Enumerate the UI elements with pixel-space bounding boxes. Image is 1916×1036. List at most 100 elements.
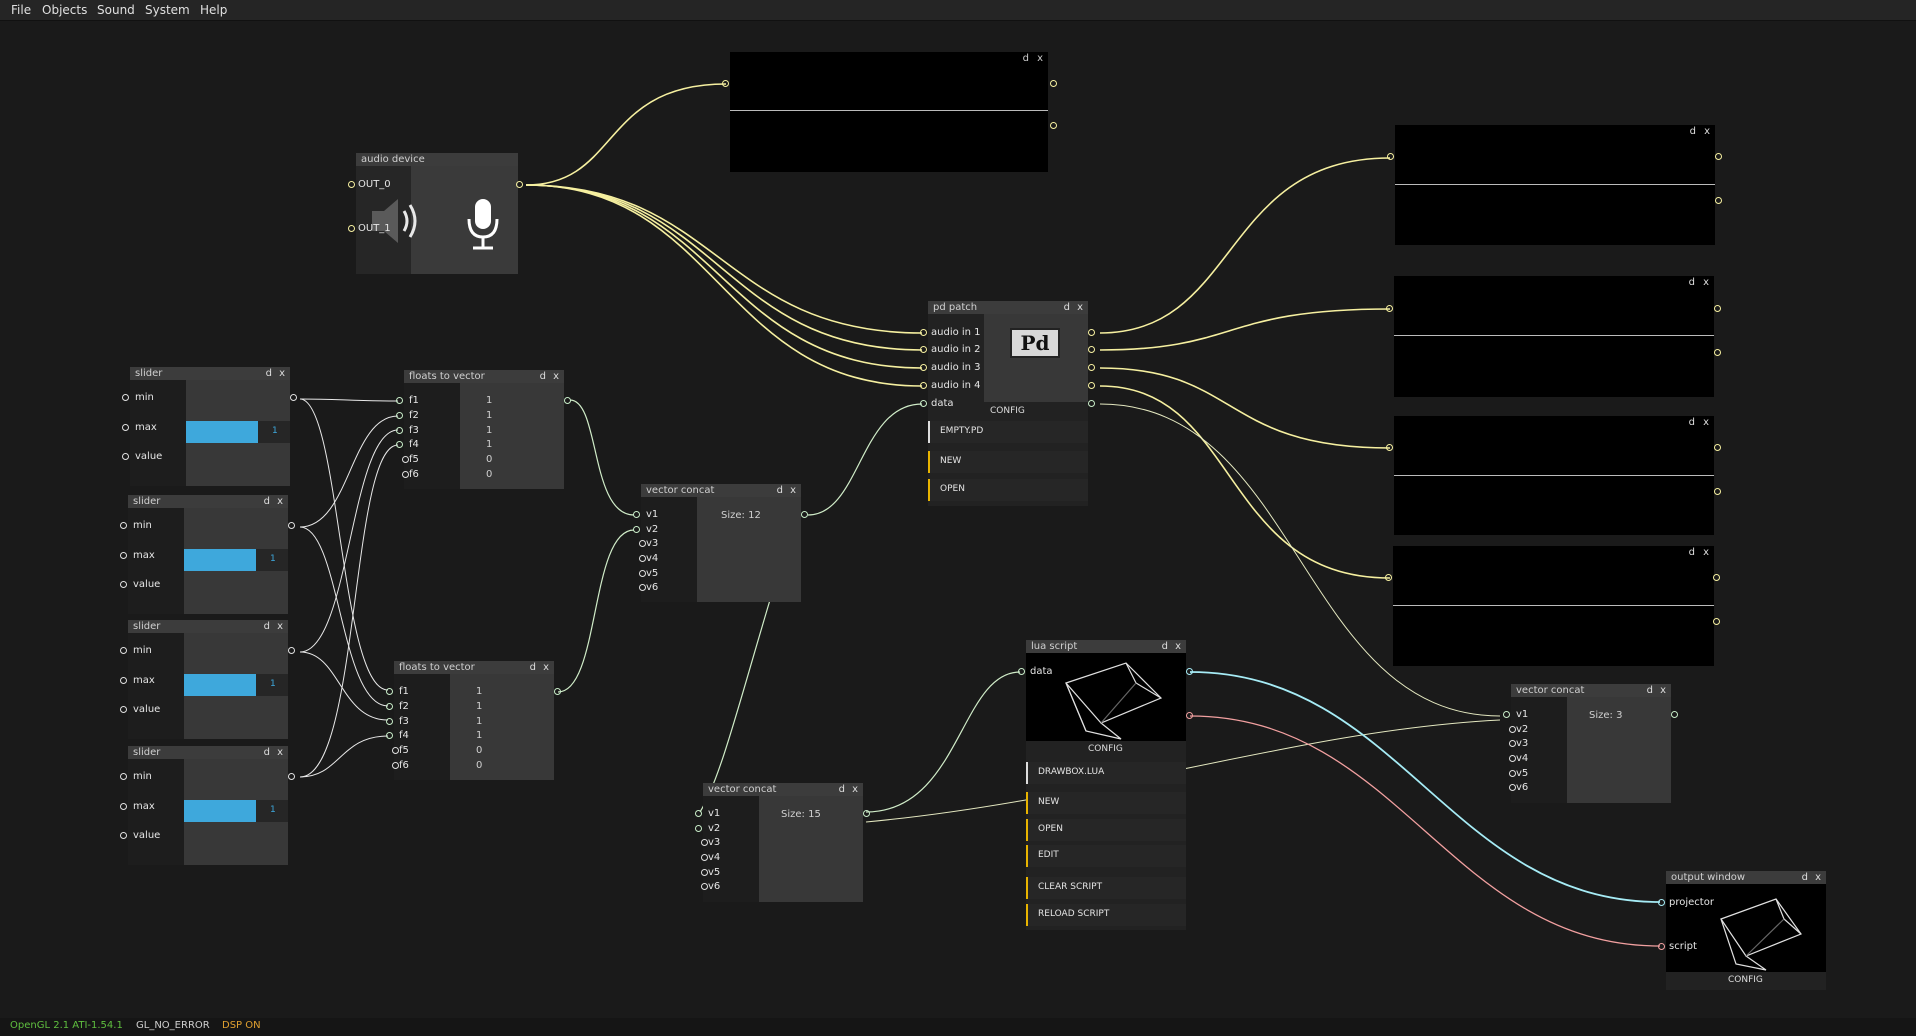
detach-button[interactable]: d	[1689, 126, 1696, 137]
inlet-port[interactable]	[396, 412, 403, 419]
detach-button[interactable]: d	[1801, 872, 1808, 883]
clear-script-button[interactable]: CLEAR SCRIPT	[1026, 877, 1186, 899]
inlet-port[interactable]	[639, 540, 646, 547]
detach-button[interactable]: d	[263, 621, 270, 632]
inlet-port[interactable]	[120, 773, 127, 780]
close-button[interactable]: x	[852, 784, 858, 795]
detach-button[interactable]: d	[838, 784, 845, 795]
inlet-port[interactable]	[120, 647, 127, 654]
menu-file[interactable]: File	[11, 3, 32, 17]
close-button[interactable]: x	[1703, 277, 1709, 288]
close-button[interactable]: x	[553, 371, 559, 382]
open-button[interactable]: OPEN	[1026, 819, 1186, 841]
new-button[interactable]: NEW	[1026, 792, 1186, 814]
config-label[interactable]: CONFIG	[990, 406, 1025, 416]
detach-button[interactable]: d	[1688, 417, 1695, 428]
slider-track[interactable]: 1	[184, 549, 288, 571]
outlet-port[interactable]	[1088, 329, 1095, 336]
close-button[interactable]: x	[1703, 417, 1709, 428]
inlet-port[interactable]	[120, 677, 127, 684]
inlet-port[interactable]	[920, 382, 927, 389]
close-button[interactable]: x	[1175, 641, 1181, 652]
inlet-port[interactable]	[402, 471, 409, 478]
detach-button[interactable]: d	[776, 485, 783, 496]
inlet-port[interactable]	[1387, 153, 1394, 160]
detach-button[interactable]: d	[263, 747, 270, 758]
edit-button[interactable]: EDIT	[1026, 845, 1186, 867]
inlet-port[interactable]	[633, 526, 640, 533]
inlet-port[interactable]	[1509, 726, 1516, 733]
inlet-port[interactable]	[920, 364, 927, 371]
detach-button[interactable]: d	[1688, 277, 1695, 288]
script-outlet-port[interactable]	[1186, 712, 1193, 719]
inlet-port[interactable]	[120, 581, 127, 588]
close-button[interactable]: x	[277, 747, 283, 758]
outlet-port[interactable]	[288, 773, 295, 780]
detach-button[interactable]: d	[539, 371, 546, 382]
slider-track[interactable]: 1	[186, 421, 290, 443]
inlet-port[interactable]	[1509, 740, 1516, 747]
detach-button[interactable]: d	[1646, 685, 1653, 696]
slider-track[interactable]: 1	[184, 800, 288, 822]
close-button[interactable]: x	[1037, 53, 1043, 64]
config-label[interactable]: CONFIG	[1728, 975, 1763, 985]
inlet-port[interactable]	[920, 329, 927, 336]
inlet-port[interactable]	[722, 80, 729, 87]
close-button[interactable]: x	[1703, 547, 1709, 558]
outlet-port[interactable]	[1714, 488, 1721, 495]
inlet-port[interactable]	[639, 555, 646, 562]
close-button[interactable]: x	[543, 662, 549, 673]
close-button[interactable]: x	[279, 368, 285, 379]
inlet-port[interactable]	[120, 552, 127, 559]
outlet-port[interactable]	[288, 522, 295, 529]
drawbox-lua-button[interactable]: DRAWBOX.LUA	[1026, 762, 1186, 784]
inlet-port[interactable]	[120, 706, 127, 713]
pd-patch-node[interactable]: pd patch d x Pd CONFIG audio in 1 audio …	[920, 301, 1095, 506]
outlet-port[interactable]	[801, 511, 808, 518]
inlet-port[interactable]	[402, 456, 409, 463]
outlet-port[interactable]	[1713, 618, 1720, 625]
slider-track[interactable]: 1	[184, 674, 288, 696]
vector-concat-node-3[interactable]: vector concat d x Size: 3 v1 v2 v3 v4 v5…	[1503, 684, 1678, 803]
detach-button[interactable]: d	[1688, 547, 1695, 558]
inlet-port[interactable]	[120, 522, 127, 529]
menu-objects[interactable]: Objects	[42, 3, 88, 17]
lua-script-node[interactable]: lua script d x CONFIG data DRAWBOX.LUA N…	[1018, 640, 1193, 930]
floats-to-vector-node-2[interactable]: floats to vector d x f1 1 f2 1 f3 1 f4 1…	[386, 661, 561, 780]
detach-button[interactable]: d	[1022, 53, 1029, 64]
inlet-port[interactable]	[1386, 305, 1393, 312]
menu-help[interactable]: Help	[200, 3, 228, 17]
status-dsp[interactable]: DSP ON	[222, 1020, 261, 1031]
inlet-port[interactable]	[392, 747, 399, 754]
inlet-port[interactable]	[120, 803, 127, 810]
inlet-port[interactable]	[1509, 755, 1516, 762]
outlet-port[interactable]	[290, 394, 297, 401]
vector-concat-node-2[interactable]: vector concat d x Size: 15 v1 v2 v3 v4 v…	[695, 783, 870, 902]
menu-sound[interactable]: Sound	[97, 3, 135, 17]
inlet-port[interactable]	[122, 453, 129, 460]
outlet-port[interactable]	[863, 810, 870, 817]
outlet-port[interactable]	[1050, 122, 1057, 129]
outlet-port[interactable]	[1713, 574, 1720, 581]
inlet-port[interactable]	[396, 397, 403, 404]
outlet-port[interactable]	[1088, 364, 1095, 371]
inlet-port[interactable]	[701, 839, 708, 846]
outlet-port[interactable]	[1714, 444, 1721, 451]
inlet-port[interactable]	[633, 511, 640, 518]
inlet-port[interactable]	[639, 570, 646, 577]
inlet-port[interactable]	[695, 825, 702, 832]
outlet-port[interactable]	[1715, 197, 1722, 204]
outlet-port[interactable]	[554, 688, 561, 695]
menu-system[interactable]: System	[145, 3, 190, 17]
inlet-port[interactable]	[122, 394, 129, 401]
floats-to-vector-node-1[interactable]: floats to vector d x f1 1 f2 1 f3 1 f4 1…	[396, 370, 571, 489]
slider-node-1[interactable]: slider d x min max 1 value	[122, 367, 297, 486]
detach-button[interactable]: d	[1063, 302, 1070, 313]
scope-right-1[interactable]: d x	[1387, 125, 1722, 245]
inlet-port[interactable]	[396, 441, 403, 448]
inlet-port[interactable]	[386, 718, 393, 725]
audio-output-port[interactable]	[516, 181, 523, 188]
inlet-port[interactable]	[386, 732, 393, 739]
new-button[interactable]: NEW	[928, 451, 1088, 473]
close-button[interactable]: x	[1077, 302, 1083, 313]
